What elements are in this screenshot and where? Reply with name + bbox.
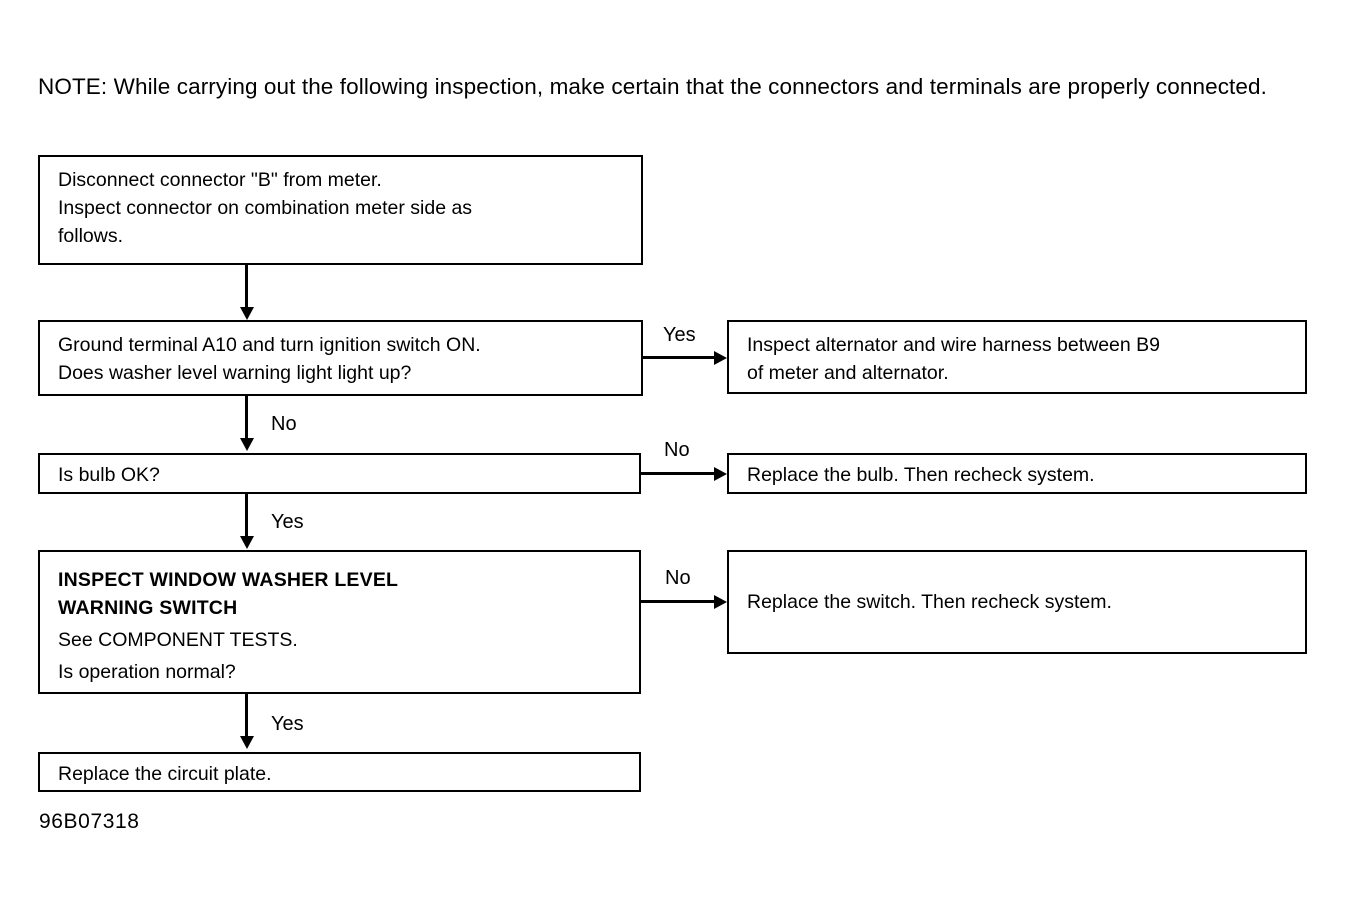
flow-box-step1-line1: Disconnect connector "B" from meter. <box>58 169 382 191</box>
flow-box-step1: Disconnect connector "B" from meter. Ins… <box>38 155 643 265</box>
connector-step4-to-step5 <box>245 694 248 738</box>
edge-label-no3: No <box>665 567 691 589</box>
arrow-step4-to-step5 <box>239 736 254 749</box>
flow-box-step4: INSPECT WINDOW WASHER LEVEL WARNING SWIT… <box>38 550 641 694</box>
arrow-step1-to-step2 <box>239 307 254 320</box>
flow-box-step2: Ground terminal A10 and turn ignition sw… <box>38 320 643 396</box>
flow-box-out3: Replace the switch. Then recheck system. <box>727 550 1307 654</box>
arrow-step3-to-step4 <box>239 536 254 549</box>
connector-step1-to-step2 <box>245 265 248 309</box>
arrow-step3-to-out2 <box>714 466 727 481</box>
flow-box-step2-line2: Does washer level warning light light up… <box>58 362 412 384</box>
flow-box-out2: Replace the bulb. Then recheck system. <box>727 453 1307 494</box>
edge-label-no1: No <box>271 413 297 435</box>
flow-box-step4-line4: Is operation normal? <box>58 661 236 683</box>
footer-reference-code: 96B07318 <box>39 810 140 833</box>
connector-step2-to-out1 <box>643 356 715 359</box>
flow-box-out2-line1: Replace the bulb. Then recheck system. <box>747 464 1095 486</box>
flow-box-step5-line1: Replace the circuit plate. <box>58 763 272 785</box>
note-paragraph: NOTE: While carrying out the following i… <box>38 68 1318 105</box>
connector-step3-to-out2 <box>641 472 715 475</box>
flow-box-step5: Replace the circuit plate. <box>38 752 641 792</box>
connector-step4-to-out3 <box>641 600 715 603</box>
connector-step3-to-step4 <box>245 494 248 538</box>
flow-box-step4-line2: WARNING SWITCH <box>58 597 238 619</box>
flow-box-out1: Inspect alternator and wire harness betw… <box>727 320 1307 394</box>
arrow-step4-to-out3 <box>714 594 727 609</box>
arrow-step2-to-step3 <box>239 438 254 451</box>
flow-box-step3: Is bulb OK? <box>38 453 641 494</box>
flow-box-step2-line1: Ground terminal A10 and turn ignition sw… <box>58 334 481 356</box>
flow-box-out1-line2: of meter and alternator. <box>747 362 949 384</box>
flow-box-out1-line1: Inspect alternator and wire harness betw… <box>747 334 1160 356</box>
arrow-step2-to-out1 <box>714 350 727 365</box>
edge-label-yes2: Yes <box>271 511 304 533</box>
flow-box-step1-line3: follows. <box>58 225 124 247</box>
flow-box-step1-line2: Inspect connector on combination meter s… <box>58 197 473 219</box>
edge-label-yes3: Yes <box>271 713 304 735</box>
edge-label-no2: No <box>664 439 690 461</box>
flow-box-out3-line1: Replace the switch. Then recheck system. <box>747 591 1112 613</box>
flow-box-step4-line1: INSPECT WINDOW WASHER LEVEL <box>58 569 399 591</box>
note-text: While carrying out the following inspect… <box>113 74 1267 99</box>
note-label: NOTE: <box>38 74 108 99</box>
connector-step2-to-step3 <box>245 396 248 440</box>
flow-box-step4-line3: See COMPONENT TESTS. <box>58 629 298 651</box>
flow-box-step3-line1: Is bulb OK? <box>58 464 160 486</box>
edge-label-yes1: Yes <box>663 324 696 346</box>
